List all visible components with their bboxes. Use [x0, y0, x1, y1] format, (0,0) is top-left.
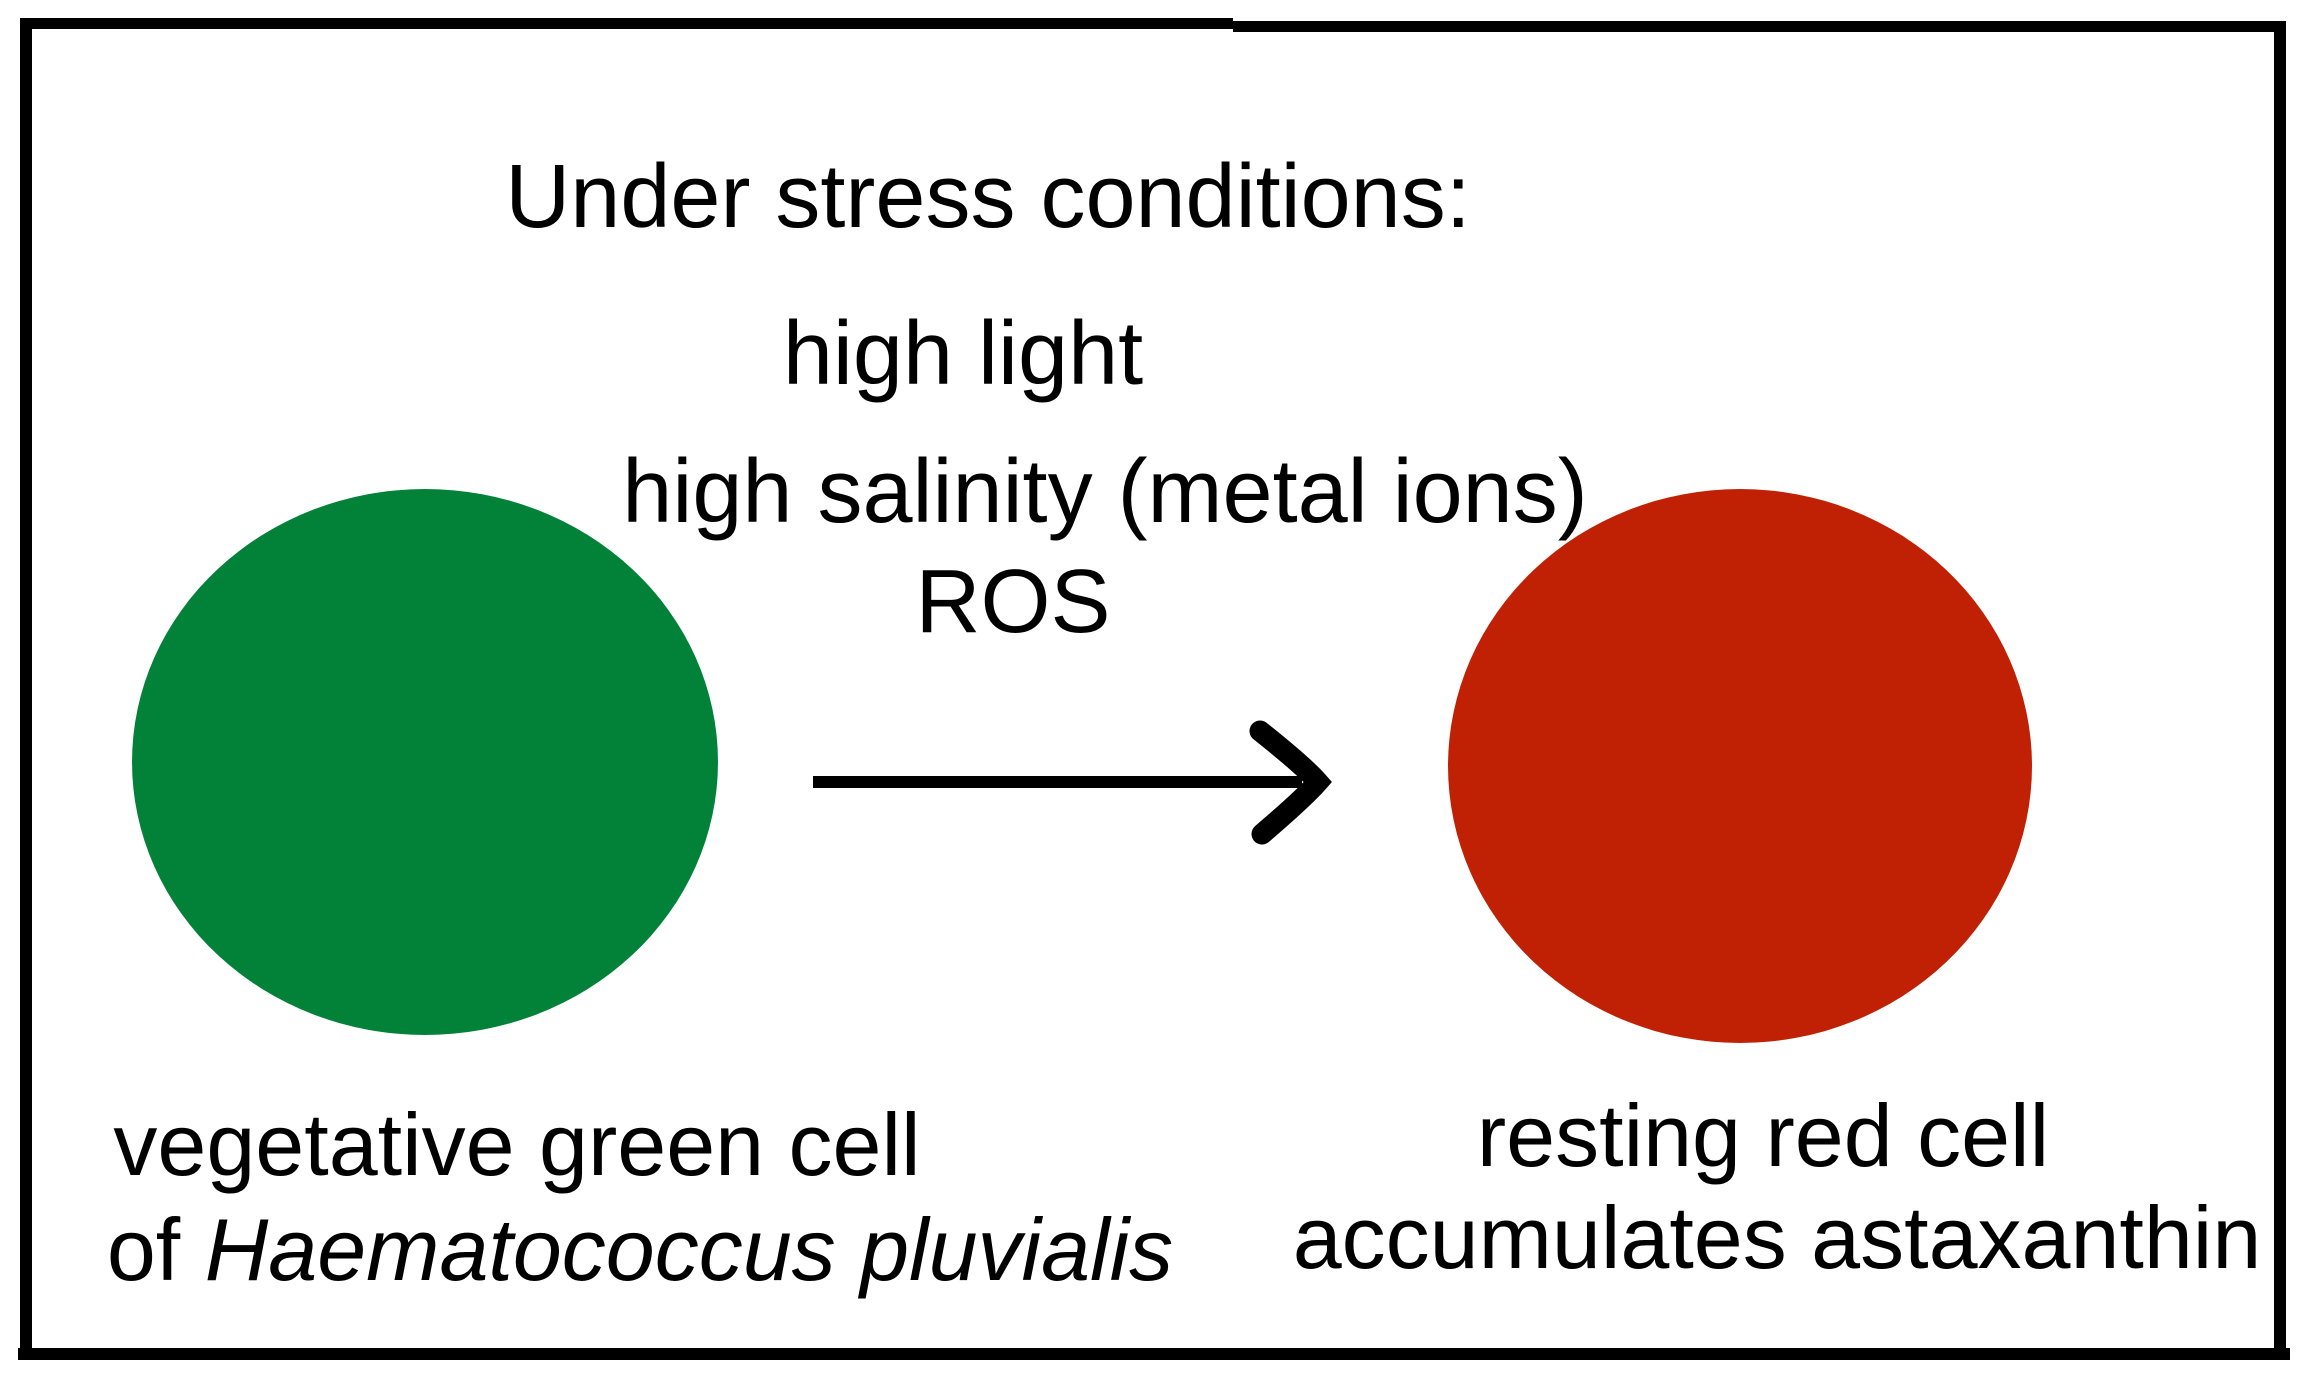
frame-border-left	[20, 18, 32, 1360]
frame-border-top-right-segment	[1233, 21, 2286, 32]
frame-border-top-left-segment	[20, 18, 1233, 29]
frame-border-right	[2274, 21, 2286, 1360]
stress-heading: Under stress conditions:	[505, 146, 1471, 247]
species-name: Haematococcus pluvialis	[204, 1199, 1174, 1299]
frame-border	[18, 18, 2290, 1360]
green-cell-circle	[132, 489, 718, 1035]
green-cell-label-line1: vegetative green cell	[113, 1094, 921, 1194]
green-cell-label-prefix: of	[106, 1199, 181, 1299]
red-cell-circle	[1448, 489, 2032, 1043]
frame-border-bottom	[18, 1348, 2290, 1360]
stress-condition-high-salinity: high salinity (metal ions)	[622, 441, 1588, 542]
red-cell-label-line1: resting red cell	[1476, 1085, 2050, 1185]
transition-arrow-icon	[813, 720, 1332, 845]
arrow-head	[1249, 720, 1332, 845]
red-cell-label-line2: accumulates astaxanthin	[1292, 1187, 2262, 1287]
stress-condition-ros: ROS	[915, 551, 1111, 652]
stress-condition-high-light: high light	[782, 303, 1144, 404]
green-cell-label-line2: of Haematococcus pluvialis	[107, 1203, 1173, 1296]
